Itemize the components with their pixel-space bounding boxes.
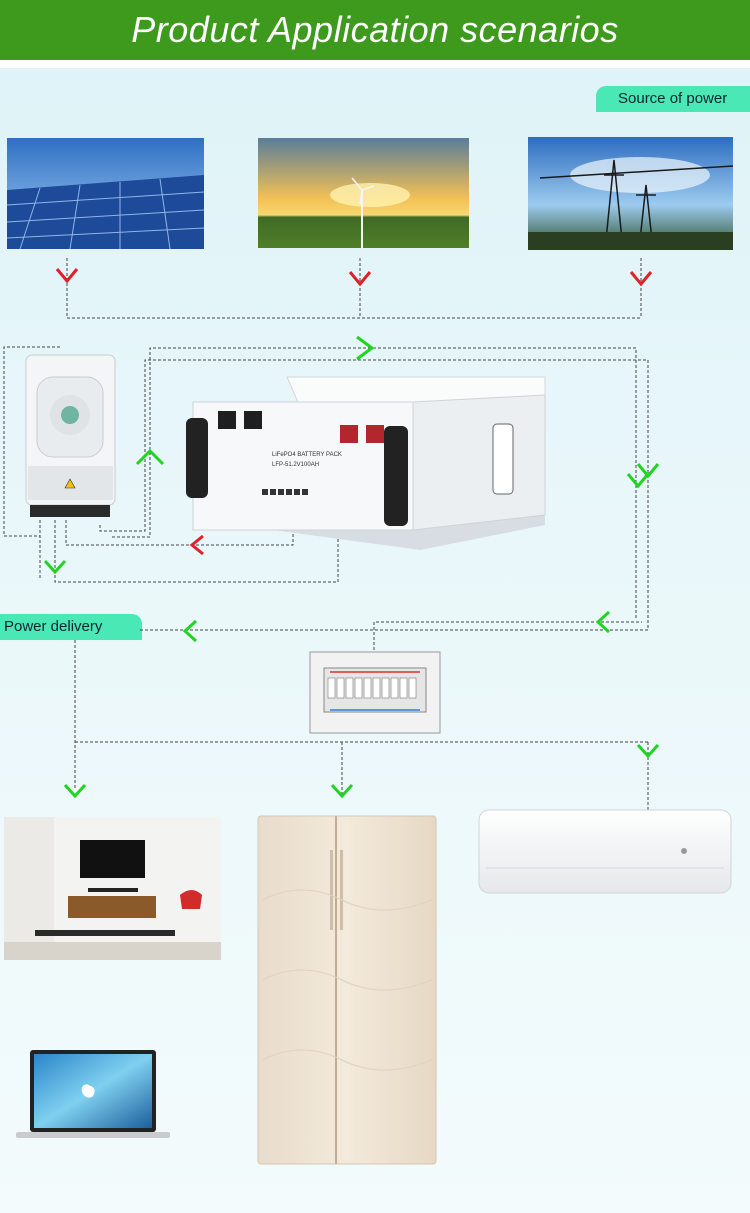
distribution-box-icon — [309, 651, 441, 734]
arrow-left-icon — [595, 610, 611, 634]
arrow-down-icon — [43, 559, 67, 575]
output-arrows — [43, 335, 660, 799]
arrow-left-icon — [182, 619, 198, 643]
arrow-down-icon — [63, 783, 87, 799]
battery-label-line1: LiFePO4 BATTERY PACK — [272, 452, 342, 458]
input-arrows — [55, 268, 653, 556]
arrow-down-icon — [629, 271, 653, 287]
connector-lines — [3, 258, 649, 810]
source-of-power-label: Source of power — [596, 86, 750, 112]
battery-label-line2: LFP-51.2V100AH — [272, 462, 319, 468]
arrow-down-icon — [626, 473, 650, 489]
power-grid-icon — [528, 137, 734, 250]
header-banner: Product Application scenarios — [0, 0, 750, 60]
refrigerator-icon — [257, 815, 437, 1165]
page-title: Product Application scenarios — [131, 9, 619, 50]
arrow-down-icon — [636, 463, 660, 479]
tv-room-icon — [4, 817, 221, 960]
arrow-right-icon — [356, 335, 375, 361]
power-delivery-label: Power delivery — [0, 614, 142, 640]
battery-pack-icon: LiFePO4 BATTERY PACK LFP-51.2V100AH — [186, 376, 546, 550]
laptop-icon — [16, 1050, 170, 1138]
wind-turbine-icon — [258, 138, 469, 248]
arrow-up-icon — [135, 448, 165, 466]
arrow-down-icon — [348, 271, 372, 287]
inverter-icon — [25, 354, 116, 517]
arrow-down-icon — [55, 268, 79, 284]
arrow-down-icon — [636, 743, 660, 759]
air-conditioner-icon — [478, 809, 732, 894]
arrow-down-icon — [330, 783, 354, 799]
arrow-left-icon — [189, 534, 204, 556]
solar-panel-icon — [6, 138, 205, 250]
